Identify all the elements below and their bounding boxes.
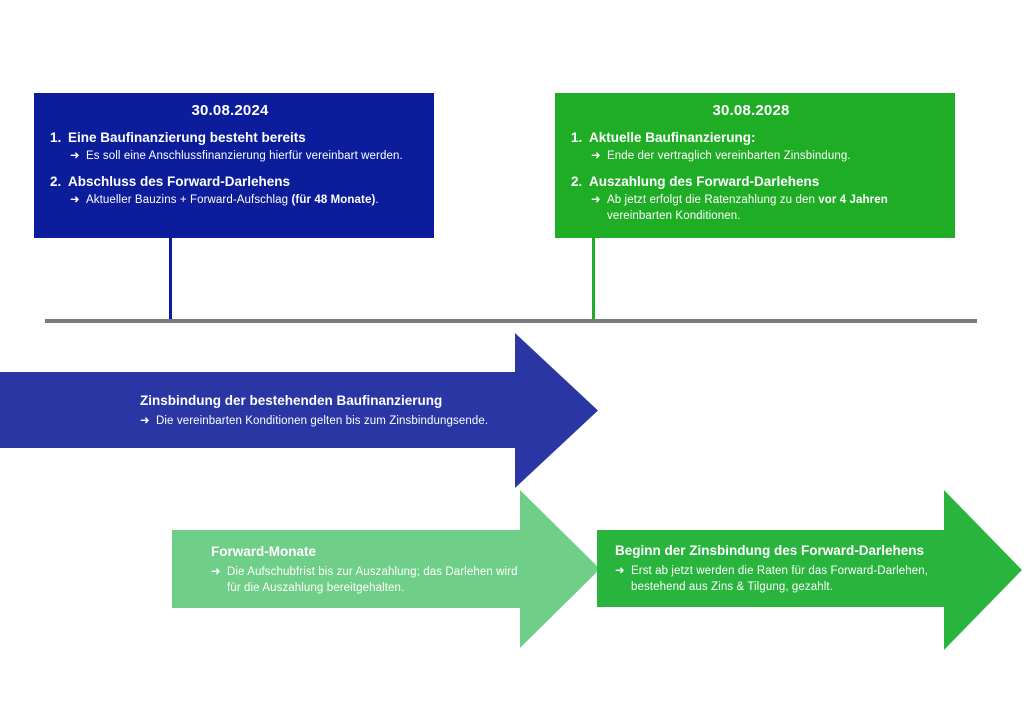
milestone-date: 30.08.2028 [712,102,790,119]
arrowhead [520,490,600,648]
item-heading: Abschluss des Forward-Darlehens [68,174,291,189]
item-subtext: Ab jetzt erfolgt die Ratenzahlung zu den… [607,194,888,222]
item-heading: Eine Baufinanzierung besteht bereits [68,130,306,145]
item-subtext: Es soll eine Anschlussfinanzierung hierf… [86,150,403,162]
arrow-icon: ➜ [70,194,80,206]
arrow-icon: ➜ [140,414,150,427]
arrow-icon: ➜ [591,194,601,206]
item-heading: Aktuelle Baufinanzierung: [589,130,756,145]
item-number: 2. [571,174,583,189]
arrowhead [944,490,1022,650]
arrow-icon: ➜ [615,565,625,577]
banner-zinsbindung-bestehend: Zinsbindung der bestehenden Baufinanzier… [0,333,598,488]
arrowhead [515,333,598,488]
banner-title: Beginn der Zinsbindung des Forward-Darle… [615,543,925,558]
arrow-icon: ➜ [70,150,80,162]
arrow-icon: ➜ [211,565,221,578]
arrow-icon: ➜ [591,150,601,162]
item-number: 1. [50,130,62,145]
milestone-date: 30.08.2024 [191,102,269,119]
milestone-box-2024: 30.08.2024 1. Eine Baufinanzierung beste… [34,93,434,238]
banner-title: Forward-Monate [211,543,317,559]
list-item: 2. Auszahlung des Forward-Darlehens ➜ Ab… [555,173,947,224]
list-item: 1. Aktuelle Baufinanzierung: ➜ Ende der … [555,129,947,164]
milestone-box-2028: 30.08.2028 1. Aktuelle Baufinanzierung: … [555,93,955,238]
list-item: 2. Abschluss des Forward-Darlehens ➜ Akt… [34,173,426,208]
item-number: 1. [571,130,583,145]
item-subtext: Aktueller Bauzins + Forward-Aufschlag (f… [86,194,379,206]
banner-title: Zinsbindung der bestehenden Baufinanzier… [140,392,443,408]
item-heading: Auszahlung des Forward-Darlehens [589,174,820,189]
banner-subtext: Erst ab jetzt werden die Raten für das F… [631,565,929,593]
tick-2028 [592,237,595,322]
banner-forward-monate: Forward-Monate ➜ Die Aufschubfrist bis z… [172,490,600,648]
item-number: 2. [50,174,62,189]
banner-zinsbindung-forward: Beginn der Zinsbindung des Forward-Darle… [597,490,1022,650]
timeline-line [45,319,977,323]
banner-subtext: Die Aufschubfrist bis zur Auszahlung; da… [227,565,518,594]
tick-2024 [169,238,172,322]
item-subtext: Ende der vertraglich vereinbarten Zinsbi… [607,150,851,162]
banner-subtext: Die vereinbarten Konditionen gelten bis … [156,414,489,427]
list-item: 1. Eine Baufinanzierung besteht bereits … [34,129,426,164]
